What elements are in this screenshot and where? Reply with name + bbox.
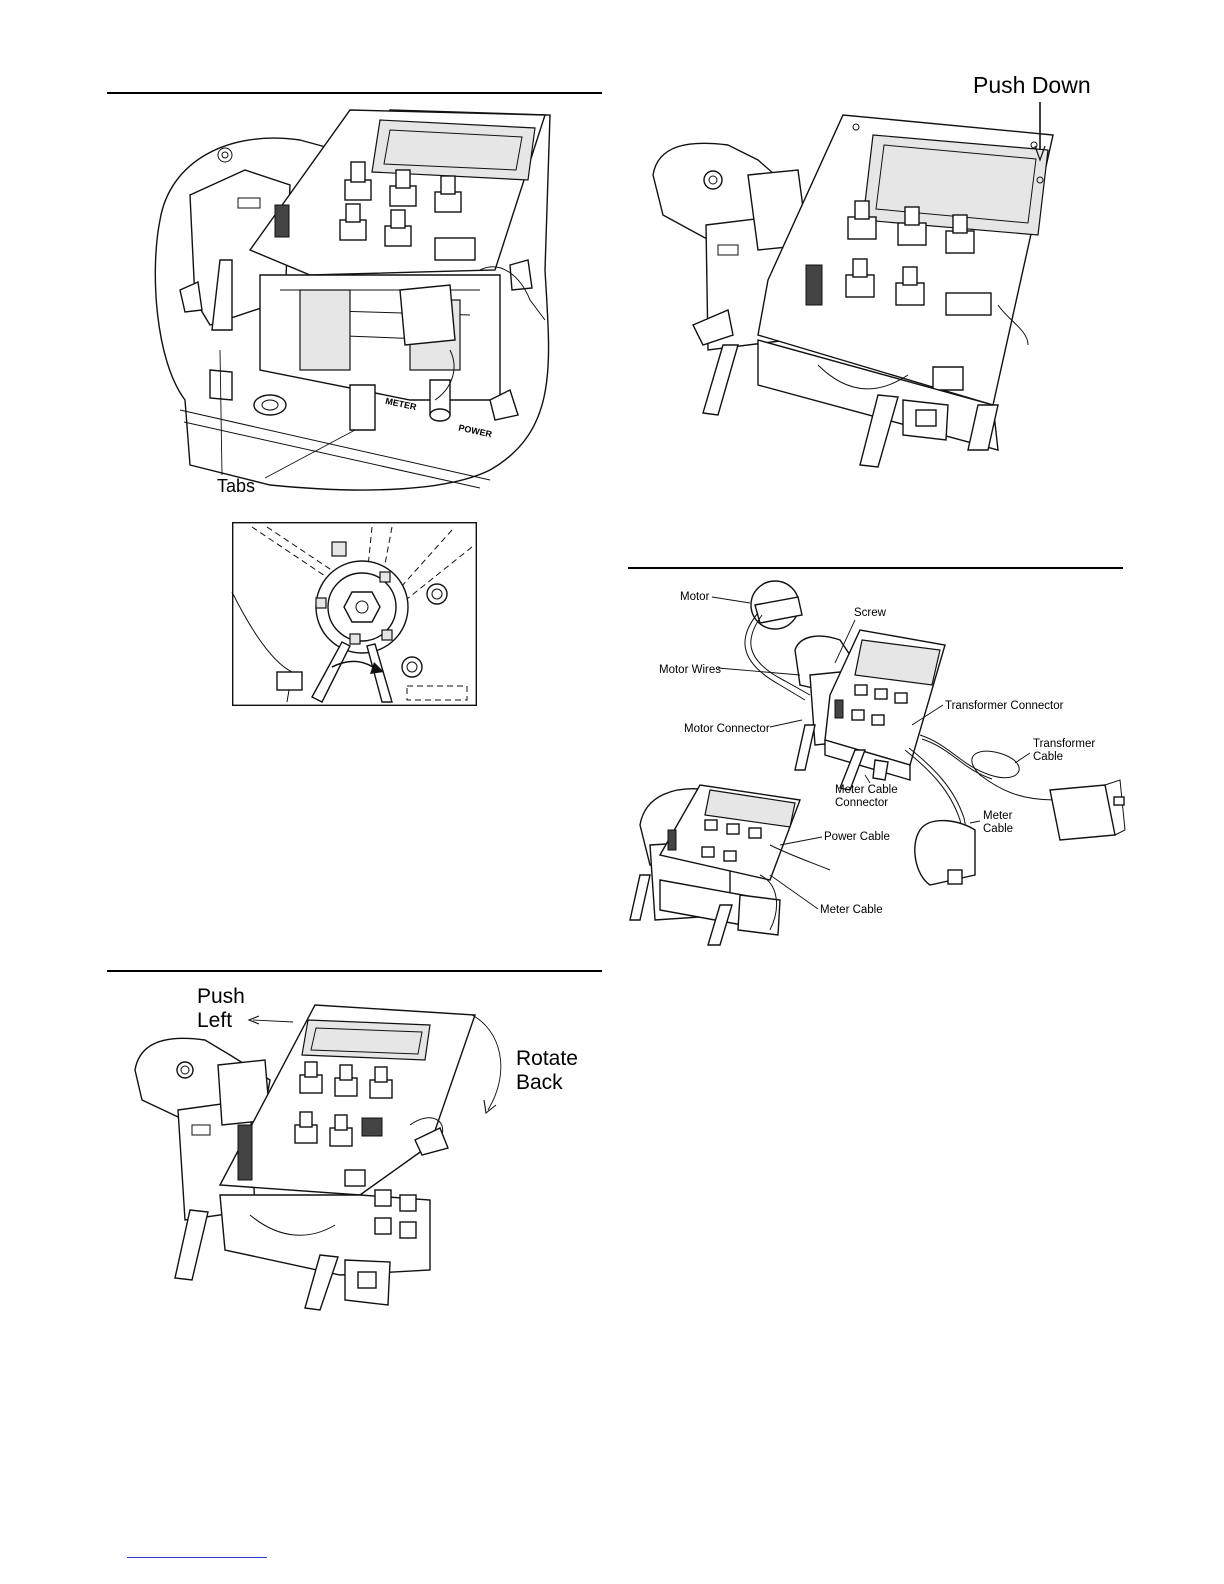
footer-rule (127, 1557, 267, 1558)
rotate-back-arrow (470, 1010, 520, 1120)
cable-leader-lines (630, 575, 1130, 955)
push-left-arrow (247, 1014, 297, 1028)
tabs-leader-lines (150, 100, 570, 520)
push-down-label: Push Down (973, 73, 1091, 98)
section-rule-top-left (107, 92, 602, 94)
rotate-back-label: Rotate Back (516, 1047, 578, 1095)
section-rule-bottom-left (107, 970, 602, 972)
push-left-label: Push Left (197, 985, 245, 1033)
figure-rotate-back-illustration (130, 1000, 460, 1315)
figure-push-down-illustration (648, 105, 1068, 470)
hub-detail-inset (232, 522, 477, 706)
section-rule-mid-right (628, 567, 1123, 569)
push-down-arrow (1030, 100, 1050, 162)
